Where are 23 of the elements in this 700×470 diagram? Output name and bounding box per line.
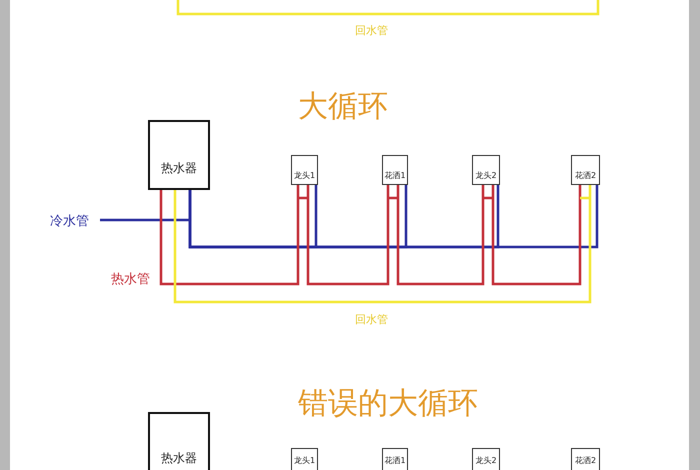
fixture-box: 花洒2 (571, 155, 600, 185)
fixture-box: 花洒1 (382, 155, 408, 185)
fixture-box: 龙头2 (472, 448, 500, 470)
section-title: 错误的大循环 (298, 385, 478, 423)
water-pipe (386, 184, 484, 286)
water-heater-box: 热水器 (148, 120, 210, 190)
water-pipe (100, 190, 192, 222)
fixture-box: 龙头1 (291, 155, 318, 185)
water-pipe (188, 185, 598, 248)
fixture-box: 花洒1 (382, 448, 408, 470)
water-pipe (482, 184, 582, 286)
fixture-box: 花洒2 (571, 448, 600, 470)
section-title: 大循环 (298, 88, 388, 126)
pipe-label: 回水管 (355, 312, 388, 327)
water-pipe (174, 184, 592, 304)
fixture-box: 龙头2 (472, 155, 500, 185)
water-pipe (160, 185, 300, 286)
pipe-label: 热水管 (111, 271, 150, 288)
fixture-box: 龙头1 (291, 448, 318, 470)
water-heater-box: 热水器 (148, 412, 210, 470)
pipe-label: 冷水管 (50, 213, 89, 230)
water-pipe (296, 184, 390, 286)
pipe-label: 回水管 (355, 23, 388, 38)
